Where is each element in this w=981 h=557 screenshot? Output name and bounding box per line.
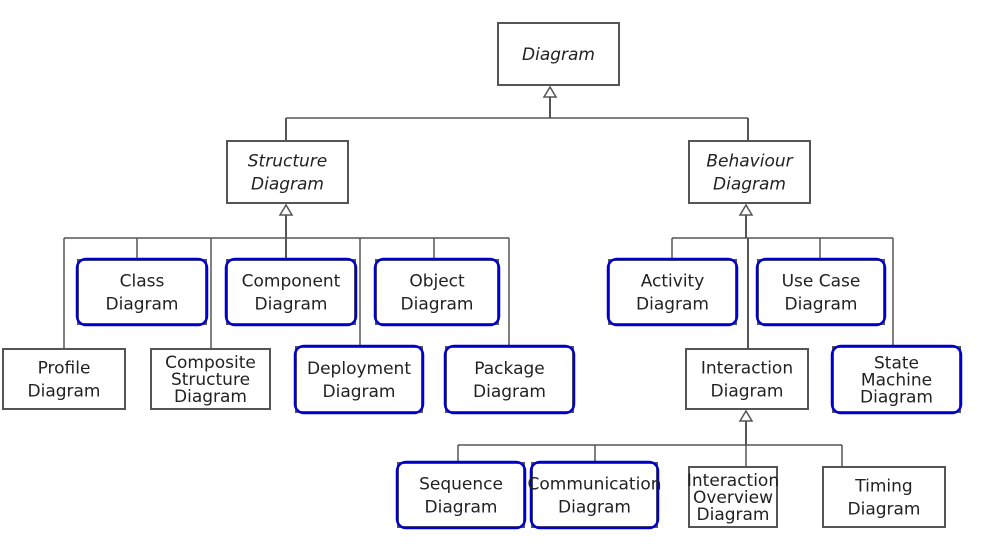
- node-label: Sequence: [419, 475, 503, 495]
- node-label: Deployment: [307, 359, 411, 379]
- node-label: Activity: [641, 272, 705, 292]
- highlight-outline: [373, 257, 501, 327]
- node-box: [295, 346, 423, 413]
- node-label: Diagram: [785, 295, 858, 315]
- generalization-structure: [63, 203, 510, 348]
- node-diagram[interactable]: Diagram: [497, 22, 620, 86]
- node-label: Interaction: [687, 471, 779, 491]
- generalization-interaction: [457, 409, 843, 466]
- node-label: Package: [474, 359, 544, 379]
- node-label: Overview: [693, 488, 773, 508]
- node-label: Timing: [854, 477, 912, 497]
- highlight-outline: [606, 257, 739, 327]
- generalization-diagram: [285, 85, 749, 140]
- highlight-outline: [443, 344, 576, 415]
- node-label: Diagram: [848, 500, 921, 520]
- node-label: Object: [409, 272, 465, 292]
- node-label: Structure: [171, 370, 250, 390]
- node-label: Diagram: [697, 505, 770, 525]
- node-label: Communication: [528, 475, 662, 495]
- highlight-outline: [830, 344, 963, 415]
- node-label: Diagram: [106, 295, 179, 315]
- node-label: Diagram: [558, 498, 631, 518]
- node-box: [688, 466, 778, 528]
- highlight-outline: [75, 257, 209, 327]
- node-label: Behaviour: [706, 152, 793, 172]
- node-label: Component: [242, 272, 341, 292]
- node-box: [445, 346, 574, 413]
- node-label: Diagram: [255, 295, 328, 315]
- node-label: Diagram: [425, 498, 498, 518]
- inheritance-arrow-icon: [542, 85, 558, 98]
- node-label: Diagram: [713, 175, 786, 195]
- node-box: [822, 466, 946, 528]
- inheritance-arrow-icon: [738, 203, 754, 216]
- node-label: Diagram: [401, 295, 474, 315]
- inheritance-arrow-icon: [278, 203, 294, 216]
- highlight-outline: [293, 344, 425, 415]
- highlight-outline: [395, 460, 527, 530]
- node-label: Diagram: [473, 382, 546, 402]
- node-label: Diagram: [323, 382, 396, 402]
- node-label: Use Case: [782, 272, 861, 292]
- node-label: Structure: [248, 152, 327, 172]
- node-box: [688, 140, 811, 204]
- node-box: [150, 348, 271, 410]
- highlight-outline: [755, 257, 887, 327]
- node-label: Diagram: [28, 382, 101, 402]
- node-box: [685, 348, 809, 410]
- node-label: Diagram: [636, 295, 709, 315]
- inheritance-arrow-icon: [738, 409, 754, 422]
- highlight-outline: [224, 257, 358, 327]
- node-label: Diagram: [251, 175, 324, 195]
- node-label: Diagram: [860, 388, 933, 408]
- node-label: Composite: [165, 353, 256, 373]
- node-label: Profile: [38, 359, 91, 379]
- node-box: [2, 348, 126, 410]
- node-box: [226, 140, 349, 204]
- generalization-behaviour: [671, 203, 894, 348]
- node-label: Class: [120, 272, 165, 292]
- node-label: State: [874, 354, 919, 374]
- node-box: [226, 259, 356, 325]
- node-label: Diagram: [522, 45, 595, 65]
- node-box: [497, 22, 620, 86]
- node-label: Machine: [861, 371, 932, 391]
- node-label: Diagram: [711, 382, 784, 402]
- node-label: Diagram: [174, 387, 247, 407]
- node-label: Interaction: [701, 359, 793, 379]
- highlight-outline: [529, 460, 660, 530]
